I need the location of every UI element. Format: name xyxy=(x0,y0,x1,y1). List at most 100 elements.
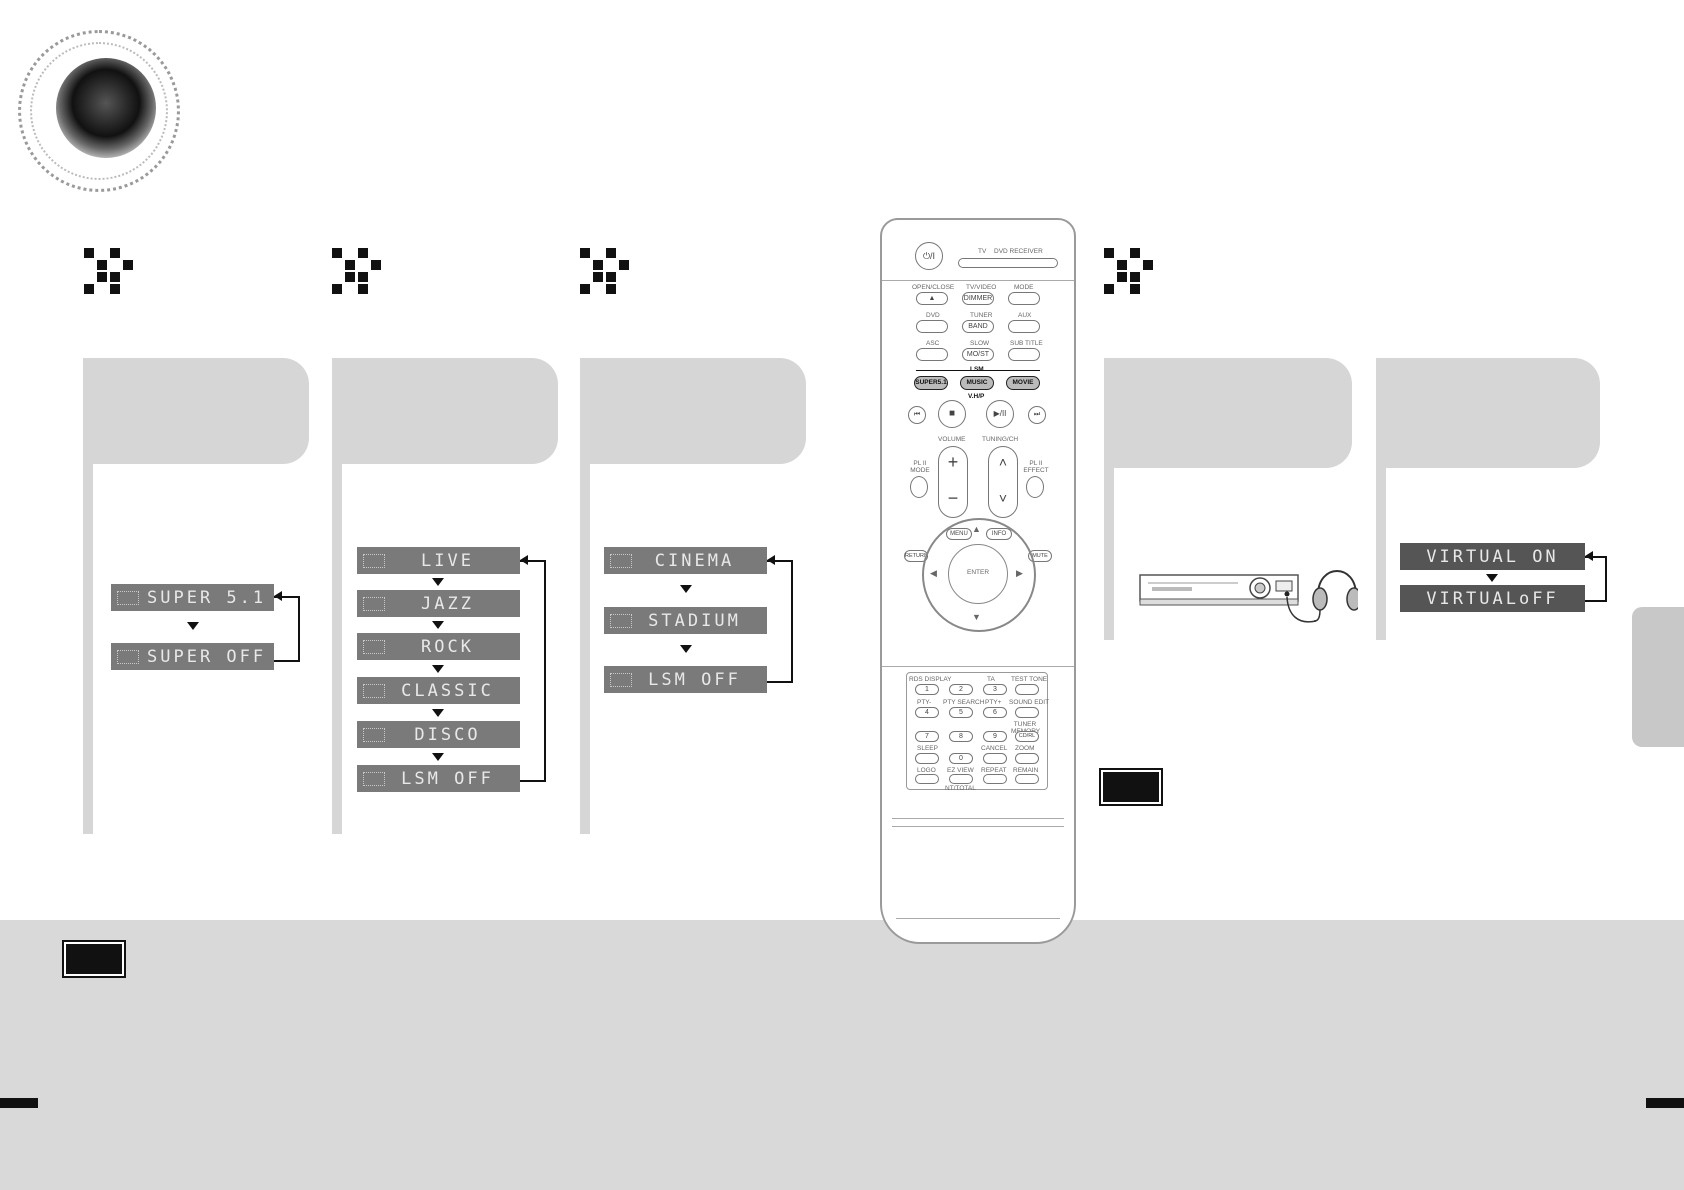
remain-button[interactable] xyxy=(1015,774,1039,784)
open-close-button[interactable]: ▲ xyxy=(916,292,948,305)
mode-selector-switch[interactable] xyxy=(958,258,1058,268)
down-arrow-icon xyxy=(432,665,444,673)
keypad-label: PTY+ xyxy=(985,699,1002,706)
tuning-rocker[interactable]: ˄ ˅ xyxy=(988,446,1018,518)
down-arrow-icon xyxy=(680,645,692,653)
open-close-label: OPEN/CLOSE xyxy=(912,284,955,291)
key-0[interactable]: 0 xyxy=(949,753,973,764)
subtitle-button[interactable] xyxy=(1008,348,1040,361)
down-arrow-icon xyxy=(187,622,199,630)
dvd-label: DVD xyxy=(926,312,940,319)
play-pause-button[interactable]: ▶/II xyxy=(986,400,1014,428)
arrow-left-icon[interactable]: ◀ xyxy=(930,568,937,578)
step-panel-headphone xyxy=(1104,358,1352,468)
vhp-label: V.H/P xyxy=(968,393,985,400)
enter-button[interactable]: ENTER xyxy=(948,544,1008,604)
prev-track-button[interactable]: ⏮ xyxy=(908,406,926,424)
mode-label: MODE xyxy=(1014,284,1034,291)
lcd-display: JAZZ xyxy=(357,590,520,617)
asc-button[interactable] xyxy=(916,348,948,361)
mode-button[interactable] xyxy=(1008,292,1040,305)
keypad-label: RDS DISPLAY xyxy=(909,676,952,683)
lcd-display: VIRTUAL ON xyxy=(1400,543,1585,570)
tuner-label: TUNER xyxy=(970,312,993,319)
sound-edit-button[interactable] xyxy=(1015,707,1039,718)
mo-st-button[interactable]: MO/ST xyxy=(962,348,994,361)
key-7[interactable]: 7 xyxy=(915,731,939,742)
notes-band xyxy=(0,920,1684,1190)
lcd-display: DISCO xyxy=(357,721,520,748)
numeric-keypad: RDS DISPLAY TA TEST TONE 1 2 3 PTY- PTY … xyxy=(906,672,1050,792)
volume-up-icon: + xyxy=(947,452,959,472)
test-tone-button[interactable] xyxy=(1015,684,1039,695)
lcd-display: LIVE xyxy=(357,547,520,574)
sleep-button[interactable] xyxy=(915,753,939,764)
aux-button[interactable] xyxy=(1008,320,1040,333)
dimmer-button[interactable]: DIMMER xyxy=(962,292,994,305)
keypad-label: NT/TOTAL xyxy=(945,785,976,792)
keypad-label: ZOOM xyxy=(1015,745,1035,752)
navigation-pad[interactable]: ▲ ▼ ◀ ▶ ENTER xyxy=(922,518,1036,632)
note-badge xyxy=(62,940,126,978)
step-panel-rail xyxy=(1104,468,1114,640)
zoom-button[interactable] xyxy=(1015,753,1039,764)
tv-video-label: TV/VIDEO xyxy=(966,284,997,291)
lcd-display: SUPER 5.1 xyxy=(111,584,274,611)
stop-button[interactable]: ■ xyxy=(938,400,966,428)
keypad-label: EZ VIEW xyxy=(947,767,974,774)
note-badge xyxy=(1099,768,1163,806)
next-track-button[interactable]: ⏭ xyxy=(1028,406,1046,424)
section-marker-icon xyxy=(1104,248,1160,294)
step-panel-rail xyxy=(83,464,93,834)
step-panel-rail xyxy=(580,464,590,834)
keypad-label: CANCEL xyxy=(981,745,1008,752)
logo-button[interactable] xyxy=(915,774,939,784)
lsm-indicator-icon xyxy=(363,596,385,611)
key-4[interactable]: 4 xyxy=(915,707,939,718)
key-8[interactable]: 8 xyxy=(949,731,973,742)
aux-label: AUX xyxy=(1018,312,1032,319)
arrow-up-icon[interactable]: ▲ xyxy=(972,524,981,534)
down-arrow-icon xyxy=(432,621,444,629)
band-button[interactable]: BAND xyxy=(962,320,994,333)
repeat-button[interactable] xyxy=(983,774,1007,784)
ez-view-button[interactable] xyxy=(949,774,973,784)
lsm-indicator-icon xyxy=(363,553,385,568)
pl2-effect-button[interactable] xyxy=(1026,476,1044,498)
keypad-label: SOUND EDIT xyxy=(1009,699,1050,706)
down-arrow-icon xyxy=(432,578,444,586)
keypad-label: REMAIN xyxy=(1013,767,1039,774)
key-3[interactable]: 3 xyxy=(983,684,1007,695)
key-2[interactable]: 2 xyxy=(949,684,973,695)
power-button[interactable]: ⏻/I xyxy=(915,242,943,270)
lsm-indicator-icon xyxy=(363,727,385,742)
movie-button[interactable]: MOVIE xyxy=(1006,376,1040,390)
cd-rl-button[interactable]: CD/RL xyxy=(1015,731,1039,742)
volume-rocker[interactable]: + − xyxy=(938,446,968,518)
key-9[interactable]: 9 xyxy=(983,731,1007,742)
chevron-down-icon: ˅ xyxy=(998,490,1008,506)
arrow-right-icon[interactable]: ▶ xyxy=(1016,568,1023,578)
step-panel-music xyxy=(332,358,558,464)
key-1[interactable]: 1 xyxy=(915,684,939,695)
subtitle-label: SUB TITLE xyxy=(1010,340,1043,347)
lcd-display: CLASSIC xyxy=(357,677,520,704)
cancel-button[interactable] xyxy=(983,753,1007,764)
arrow-head-icon xyxy=(520,555,528,565)
lsm-off-indicator-icon xyxy=(363,771,385,786)
pl2-mode-button[interactable] xyxy=(910,476,928,498)
step-panel-rail xyxy=(1376,468,1386,640)
step-panel-rail xyxy=(332,464,342,834)
key-5[interactable]: 5 xyxy=(949,707,973,718)
dvd-button[interactable] xyxy=(916,320,948,333)
enter-label: ENTER xyxy=(967,569,990,576)
down-arrow-icon xyxy=(432,709,444,717)
lsm-indicator-icon xyxy=(117,649,139,664)
down-arrow-icon xyxy=(432,753,444,761)
cycle-loop-line xyxy=(767,560,793,683)
arrow-down-icon[interactable]: ▼ xyxy=(972,612,981,622)
music-button[interactable]: MUSIC xyxy=(960,376,994,390)
key-6[interactable]: 6 xyxy=(983,707,1007,718)
super51-button[interactable]: SUPER5.1 xyxy=(914,376,948,390)
section-marker-icon xyxy=(84,248,140,294)
